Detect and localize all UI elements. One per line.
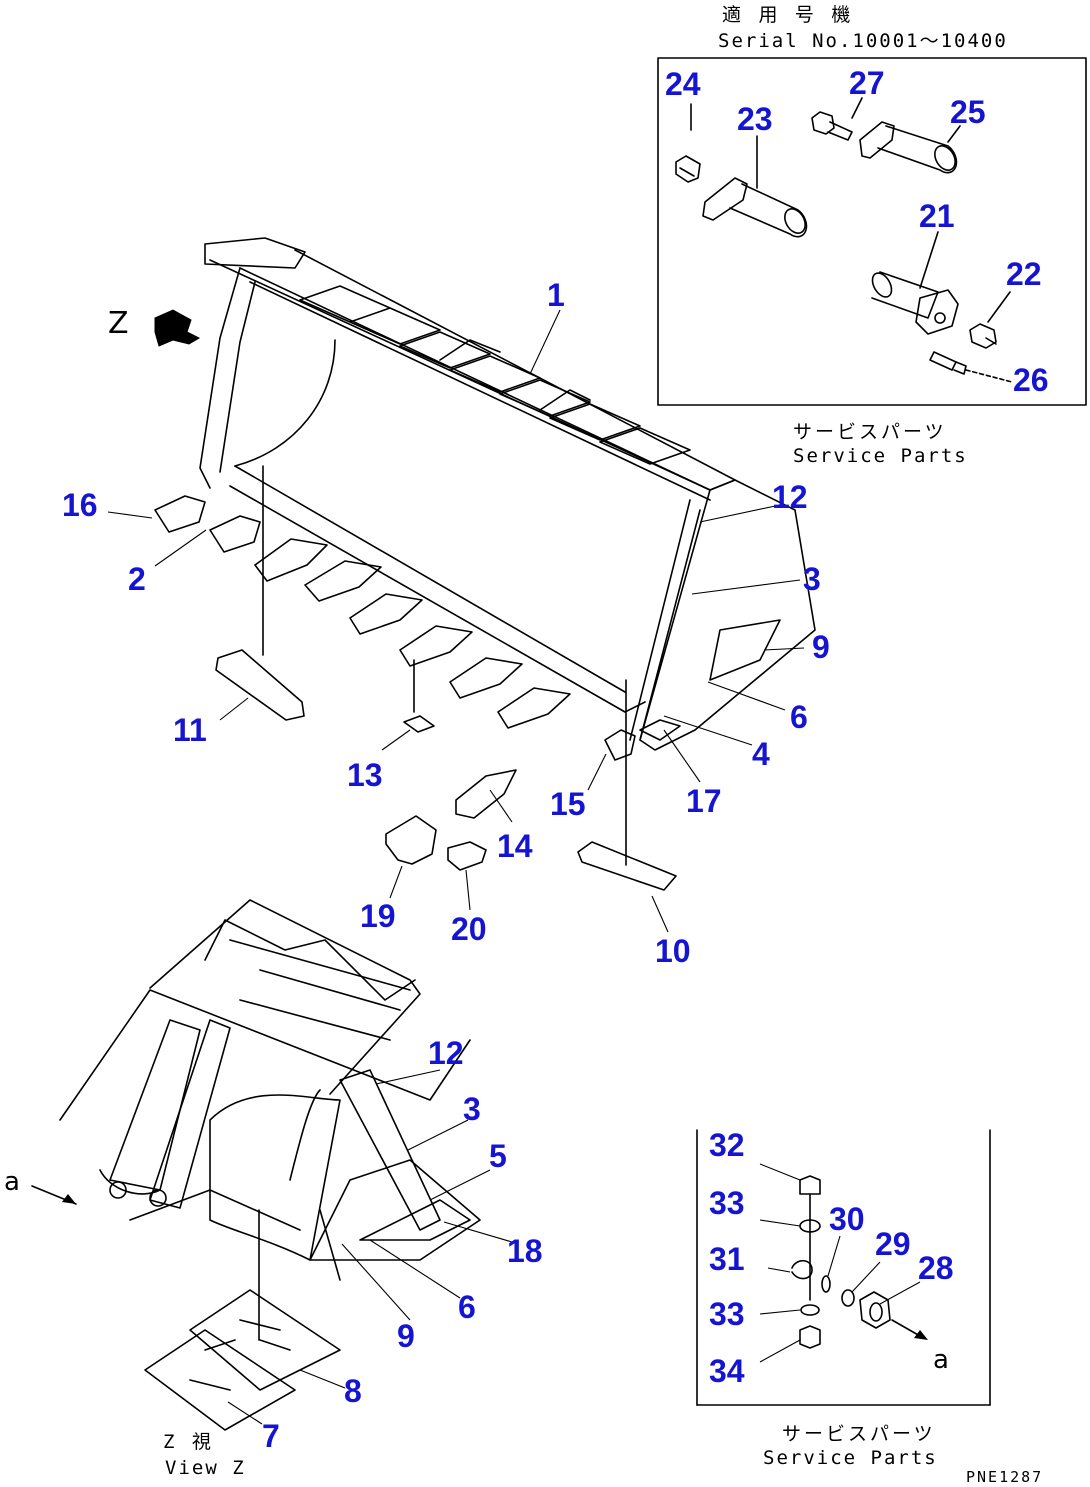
drawing-code: PNE1287 [966,1468,1043,1486]
part-24-drawing [675,103,701,183]
callout-14: 14 [497,828,533,864]
callout-18: 18 [507,1233,543,1269]
callout-4: 4 [752,736,770,772]
inset-a-arrow-icon [914,1330,928,1340]
view-z-caption-en: View Z [165,1457,246,1479]
inset-a-letter: a [933,1345,949,1375]
callout-9-view-z: 9 [397,1318,415,1354]
callout-12-view-z: 12 [428,1035,464,1071]
service-parts-inset-bottom [696,1129,991,1406]
callout-28: 28 [918,1250,954,1286]
callout-34: 34 [709,1353,745,1389]
callout-6-view-z: 6 [458,1289,476,1325]
view-a-letter: a [4,1167,20,1197]
callout-26: 26 [1013,362,1049,398]
callout-3: 3 [803,561,821,597]
service-parts-top-en: Service Parts [793,445,968,467]
view-z-letter: Z [108,306,129,341]
applicable-models-label: 適 用 号 機 [722,4,853,26]
callout-2: 2 [128,561,146,597]
part-22-drawing [969,291,1011,349]
callout-19: 19 [360,898,396,934]
view-z-caption-jp: Z 視 [163,1431,214,1453]
callout-1: 1 [547,277,565,313]
callout-12: 12 [772,479,808,515]
callout-8: 8 [344,1373,362,1409]
part-25-drawing [859,121,961,174]
callout-17: 17 [686,783,722,819]
callout-23: 23 [737,101,773,137]
service-parts-inset-top [657,57,1087,406]
callout-13: 13 [347,757,383,793]
callout-11: 11 [173,712,207,748]
callout-7: 7 [262,1418,280,1454]
callout-32: 32 [709,1127,745,1163]
part-23-drawing [702,135,808,238]
service-parts-top-jp: サービスパーツ [793,421,947,443]
callout-20: 20 [451,911,487,947]
callout-6: 6 [790,699,808,735]
callout-15: 15 [550,786,586,822]
view-z-arrow-icon [154,309,201,347]
service-parts-bottom-en: Service Parts [763,1447,938,1469]
callout-33: 33 [709,1185,745,1221]
callout-10: 10 [655,933,691,969]
bucket-front-view [154,237,816,891]
service-parts-bottom-jp: サービスパーツ [782,1423,936,1445]
callout-leaders [107,309,921,1425]
callout-25: 25 [950,94,986,130]
part-27-drawing [811,97,863,141]
bucket-view-z [31,899,481,1431]
callout-numbers: 1 2 3 4 6 9 10 11 12 13 14 15 16 17 19 2… [62,65,1049,1454]
callout-27: 27 [849,65,885,101]
part-26-drawing [929,351,1013,383]
view-z-a-arrow-icon [62,1194,76,1204]
callout-3-view-z: 3 [463,1091,481,1127]
part-21-drawing [871,231,959,335]
callout-21: 21 [919,198,955,234]
callout-29: 29 [875,1226,911,1262]
callout-22: 22 [1006,256,1042,292]
callout-31: 31 [709,1241,745,1277]
callout-30: 30 [829,1201,865,1237]
callout-5: 5 [489,1138,507,1174]
callout-16: 16 [62,487,98,523]
callout-9: 9 [812,629,830,665]
callout-33-lower: 33 [709,1296,745,1332]
callout-24: 24 [665,66,701,102]
serial-number-label: Serial No.10001～10400 [718,30,1008,52]
